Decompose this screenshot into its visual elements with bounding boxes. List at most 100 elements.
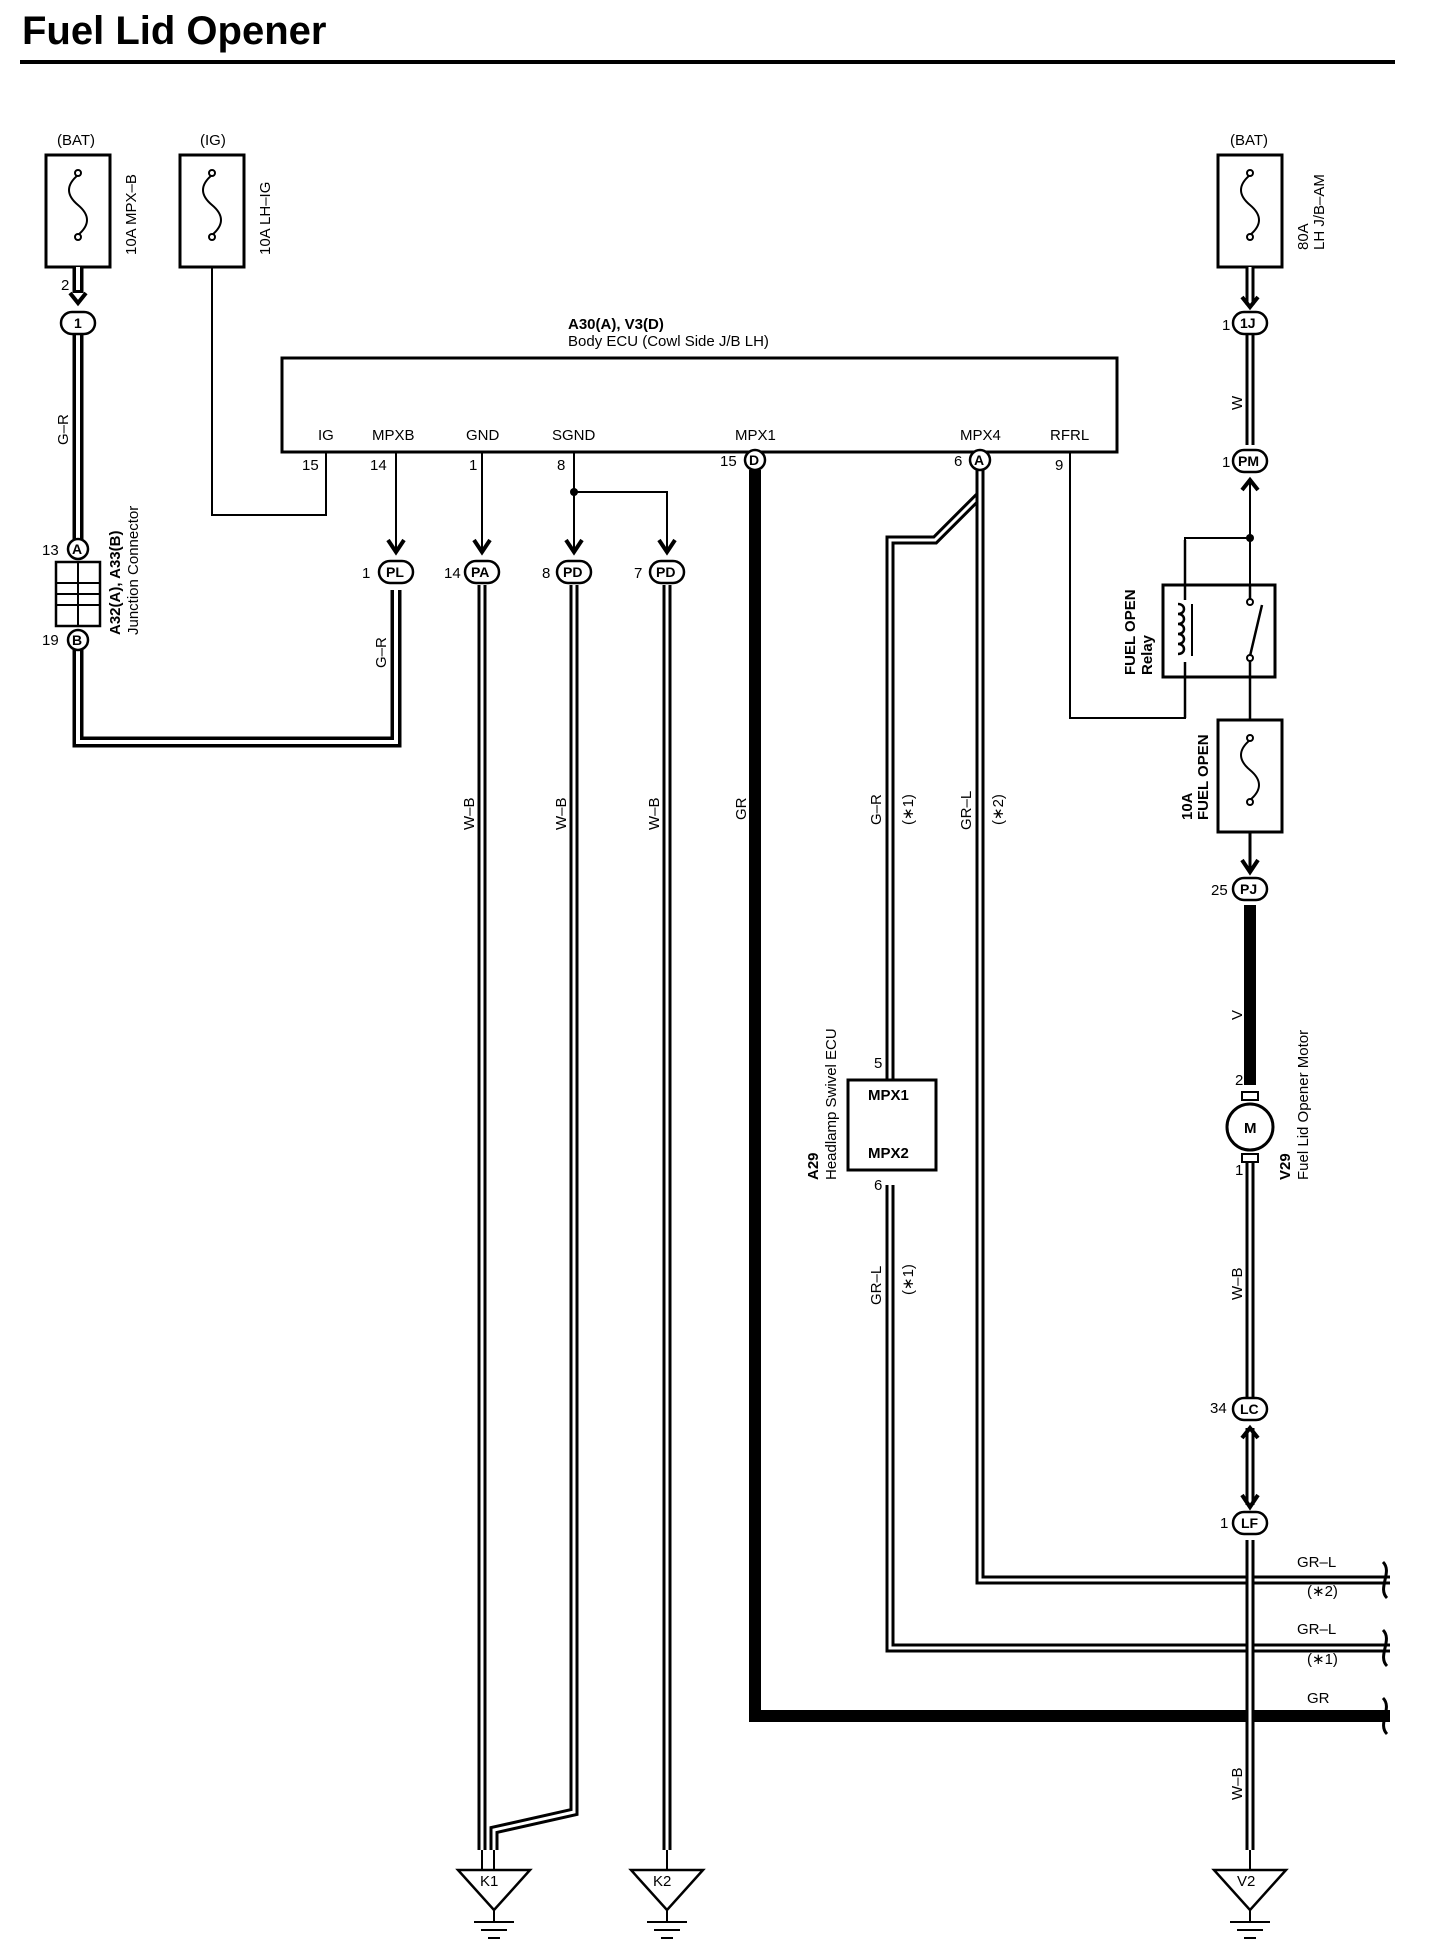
svg-text:8: 8 [542, 565, 550, 582]
svg-text:(BAT): (BAT) [57, 132, 95, 149]
connector-lf: 1 LF [1220, 1493, 1269, 1536]
svg-text:1: 1 [362, 565, 370, 582]
svg-text:LF: LF [1241, 1515, 1259, 1531]
connector-pm: 1 PM [1222, 448, 1269, 492]
svg-text:RFRL: RFRL [1050, 427, 1089, 444]
svg-text:9: 9 [1055, 457, 1063, 474]
svg-text:Body ECU (Cowl Side J/B LH): Body ECU (Cowl Side J/B LH) [568, 333, 769, 350]
svg-text:80A: 80A [1295, 223, 1312, 250]
svg-text:MPX2: MPX2 [868, 1145, 909, 1162]
svg-text:Headlamp Swivel ECU: Headlamp Swivel ECU [823, 1028, 840, 1180]
svg-text:LC: LC [1240, 1401, 1259, 1417]
svg-text:25: 25 [1211, 882, 1228, 899]
wire-label-w: W [1229, 395, 1246, 410]
svg-text:13: 13 [42, 542, 59, 559]
connector-pa: 14 PA [444, 538, 501, 585]
svg-text:PD: PD [656, 564, 675, 580]
svg-text:M: M [1244, 1120, 1257, 1137]
svg-text:6: 6 [954, 453, 962, 470]
svg-text:14: 14 [370, 457, 387, 474]
fuel-lid-opener-motor: 2 M 1 V29 Fuel Lid Opener Motor [1225, 1030, 1312, 1180]
svg-text:Junction Connector: Junction Connector [125, 506, 142, 635]
svg-text:FUEL OPEN: FUEL OPEN [1195, 734, 1212, 820]
svg-text:V2: V2 [1237, 1873, 1255, 1890]
wire-label-star1-b: (∗1) [900, 1264, 917, 1295]
svg-text:14: 14 [444, 565, 461, 582]
wire-label-v: V [1229, 1010, 1246, 1020]
svg-text:Relay: Relay [1139, 634, 1156, 675]
svg-text:PD: PD [563, 564, 582, 580]
svg-text:(IG): (IG) [200, 132, 226, 149]
svg-text:6: 6 [874, 1177, 882, 1194]
svg-text:GND: GND [466, 427, 500, 444]
wire-ig [211, 267, 327, 516]
wire-label-g-r-3: G–R [868, 794, 885, 825]
wire-g-r-mpx4 [885, 470, 985, 1080]
svg-text:D: D [749, 452, 759, 468]
svg-text:7: 7 [634, 565, 642, 582]
svg-text:PA: PA [471, 564, 489, 580]
junction-connector: 13 A 19 B A32(A), A33(B) Junction Connec… [42, 506, 142, 652]
wire-label-w-b-4: W–B [1229, 1267, 1246, 1300]
wire-label-w-b-1: W–B [461, 797, 478, 830]
svg-text:PM: PM [1238, 453, 1259, 469]
connector-pd-8: 8 PD [542, 538, 593, 585]
svg-text:1: 1 [1222, 454, 1230, 471]
wire-label-w-b-3: W–B [646, 797, 663, 830]
svg-text:8: 8 [557, 457, 565, 474]
svg-text:1: 1 [1220, 1515, 1228, 1532]
svg-text:1: 1 [469, 457, 477, 474]
page-title: Fuel Lid Opener [22, 9, 326, 53]
wire-label-g-r-1: G–R [55, 414, 72, 445]
svg-text:LH J/B–AM: LH J/B–AM [1311, 174, 1328, 250]
wire-label-gr-2: GR [1307, 1690, 1330, 1707]
wire-label-gr-l-4: GR–L [1297, 1621, 1336, 1638]
wire-label-w-b-5: W–B [1229, 1767, 1246, 1800]
wire-label-gr: GR [733, 797, 750, 820]
fuel-open-relay: FUEL OPEN Relay [1122, 540, 1277, 718]
wire-label-w-b-2: W–B [553, 797, 570, 830]
wire-label-star1-a: (∗1) [900, 794, 917, 825]
svg-text:K2: K2 [653, 1873, 671, 1890]
svg-text:1J: 1J [1240, 315, 1256, 331]
connector-pl: 1 PL [362, 538, 415, 585]
svg-text:1: 1 [1222, 317, 1230, 334]
wire-label-gr-l-3: GR–L [1297, 1554, 1336, 1571]
svg-text:V29: V29 [1277, 1153, 1294, 1180]
wire-label-star2-b: (∗2) [1307, 1583, 1338, 1600]
ground-k1: K1 [455, 1868, 533, 1939]
wire-label-star2-a: (∗2) [990, 794, 1007, 825]
svg-text:1: 1 [1235, 1162, 1243, 1179]
ground-k2: K2 [628, 1868, 706, 1939]
wire-w-b-ground-k1 [477, 585, 579, 1850]
fuse-lh-ig: (IG) 10A LH–IG [178, 132, 274, 269]
svg-text:A29: A29 [805, 1152, 822, 1180]
wire-break-marks [1381, 1560, 1389, 1736]
svg-text:SGND: SGND [552, 427, 596, 444]
svg-text:10A MPX–B: 10A MPX–B [123, 174, 140, 255]
wire-label-gr-l-1: GR–L [958, 791, 975, 830]
headlamp-swivel-ecu: 5 MPX1 MPX2 6 A29 Headlamp Swivel ECU [805, 1028, 938, 1194]
svg-text:PL: PL [386, 564, 404, 580]
svg-text:Fuel Lid Opener Motor: Fuel Lid Opener Motor [1295, 1030, 1312, 1180]
svg-text:MPX1: MPX1 [868, 1087, 909, 1104]
connector-1: 2 1 [59, 277, 97, 336]
svg-text:A: A [974, 452, 984, 468]
fuel-open-fuse: 10A FUEL OPEN [1179, 677, 1284, 834]
wire-sgnd [573, 452, 668, 552]
wire-label-gr-l-2: GR–L [868, 1266, 885, 1305]
wire-gr [749, 470, 1390, 1722]
wire-label-star1-c: (∗1) [1307, 1651, 1338, 1668]
svg-text:IG: IG [318, 427, 334, 444]
wire-g-r-battery [72, 267, 402, 748]
svg-text:2: 2 [61, 277, 69, 294]
svg-text:MPXB: MPXB [372, 427, 415, 444]
svg-text:10A: 10A [1179, 792, 1196, 820]
svg-text:B: B [72, 632, 82, 648]
fuse-mpx-b: (BAT) 10A MPX–B [44, 132, 140, 269]
svg-text:34: 34 [1210, 1400, 1227, 1417]
wire-gr-l-star1 [885, 1185, 1390, 1653]
svg-text:19: 19 [42, 632, 59, 649]
svg-text:5: 5 [874, 1055, 882, 1072]
